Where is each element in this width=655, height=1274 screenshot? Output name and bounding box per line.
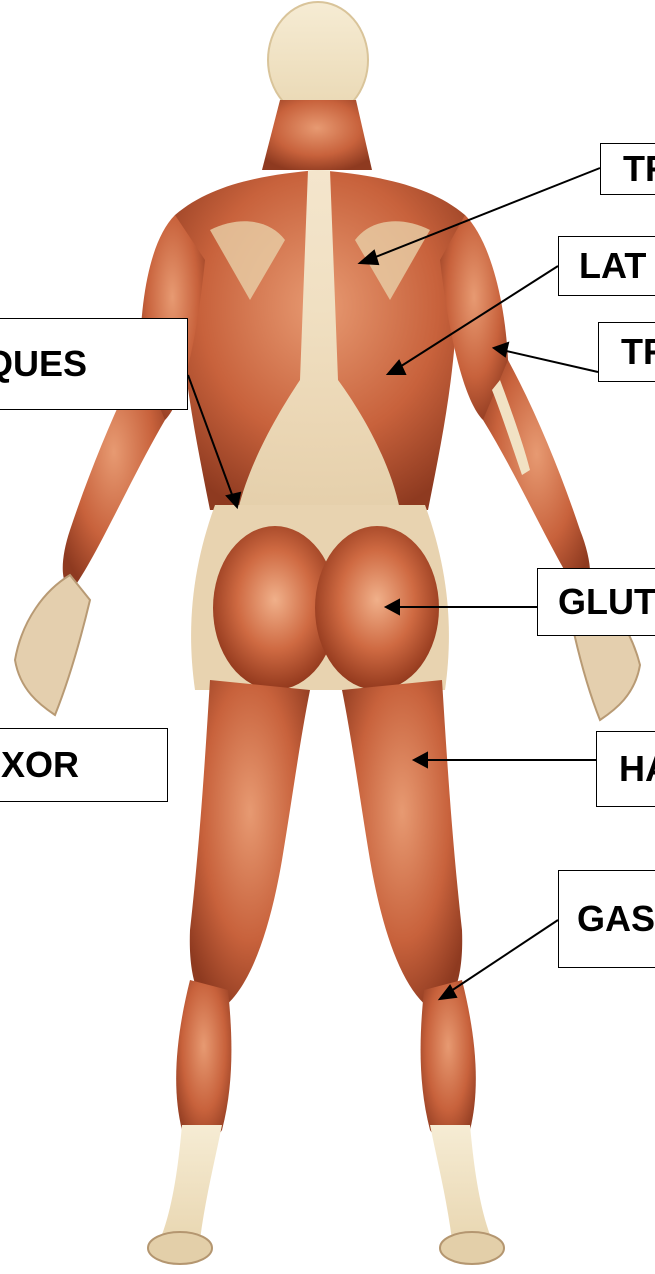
- right-thigh: [342, 680, 462, 1010]
- label-glutes-text: GLUT: [558, 584, 655, 620]
- label-hamstrings-text: HA: [619, 751, 655, 787]
- left-foot: [148, 1232, 212, 1264]
- label-flexor-text: XOR: [1, 747, 79, 783]
- right-shin: [430, 1125, 492, 1240]
- neck: [262, 100, 372, 170]
- label-lats: LAT: [558, 236, 655, 296]
- left-thigh: [190, 680, 310, 1010]
- leader-gastrocnemius: [448, 920, 558, 993]
- left-shin: [160, 1125, 222, 1240]
- label-obliques: QUES: [0, 318, 188, 410]
- label-hamstrings: HA: [596, 731, 655, 807]
- leader-triceps: [502, 350, 598, 372]
- label-glutes: GLUT: [537, 568, 655, 636]
- label-gastrocnemius: GAS: [558, 870, 655, 968]
- label-lats-text: LAT: [579, 248, 646, 284]
- label-triceps: TR: [598, 322, 655, 382]
- left-hand: [15, 575, 90, 715]
- label-trapezius: TR: [600, 143, 655, 195]
- right-foot: [440, 1232, 504, 1264]
- left-calf: [176, 980, 231, 1145]
- label-flexor: XOR: [0, 728, 168, 802]
- label-gastrocnemius-text: GAS: [577, 901, 655, 937]
- right-calf: [421, 980, 476, 1145]
- label-obliques-text: QUES: [0, 346, 87, 382]
- label-triceps-text: TR: [621, 334, 655, 370]
- label-trapezius-text: TR: [623, 151, 655, 187]
